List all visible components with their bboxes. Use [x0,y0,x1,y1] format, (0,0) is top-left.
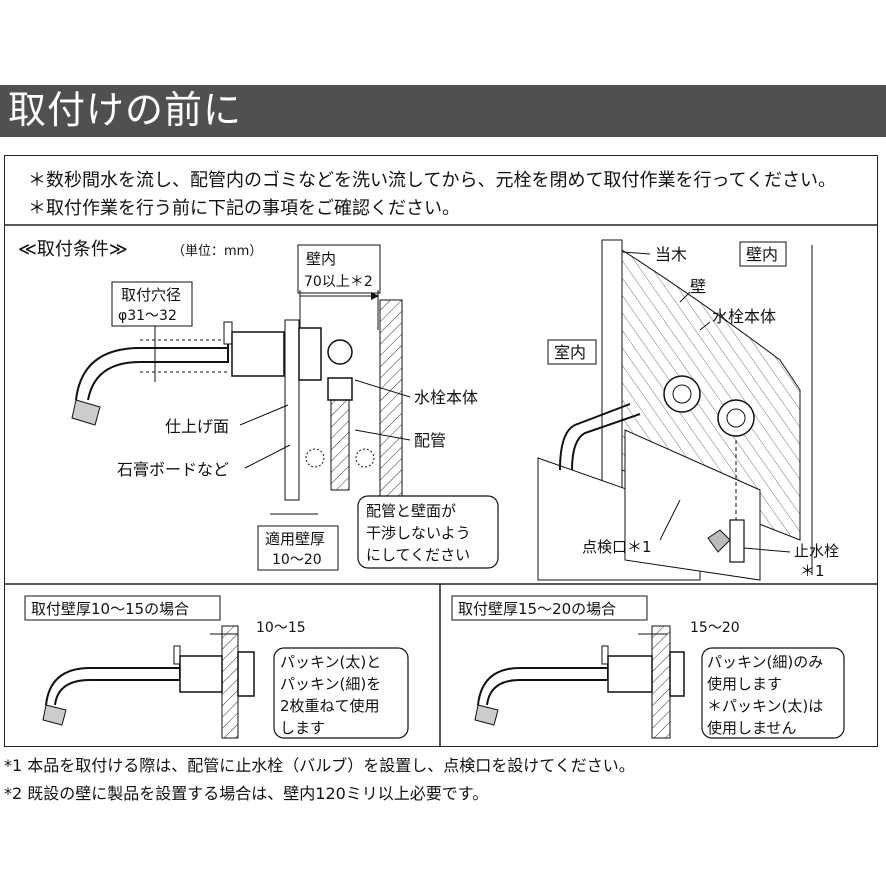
conditions-title: ≪取付条件≫ [18,239,128,260]
thickness-label: 適用壁厚 [265,530,325,548]
wall-inner-label: 壁内 [306,250,336,268]
right-spout [559,403,631,471]
interference-line-1: 配管と壁面が [366,502,456,520]
section-header: 取付けの前に [0,85,886,137]
unit-label: （単位：mm） [172,243,262,259]
note-line-1: ＊数秒間水を流し、配管内のゴミなどを洗い流してから、元栓を閉めて取付作業を行って… [28,170,837,191]
case1-line-3: 2枚重ねて使用 [280,697,380,715]
faucet-body [231,331,285,377]
wall-label: 壁 [690,277,706,296]
finish-board [284,319,300,501]
wall-flange [298,327,322,381]
footnote-1: *1 本品を取付ける際は、配管に止水栓（バルブ）を設置し、点検口を設けてください… [4,756,635,775]
stop-valve-note: ＊1 [800,562,825,580]
pipe-label: 配管 [414,431,446,450]
stud-label: 当木 [655,245,687,264]
thickness-value: 10〜20 [272,552,322,568]
case2-line-4: 使用しません [707,719,797,737]
pipe-shape [330,399,350,491]
hole-label: 取付穴径 [121,286,181,304]
footnote-2: *2 既設の壁に製品を設置する場合は、壁内120ミリ以上必要です。 [4,784,489,803]
case1-line-2: パッキン(細)を [280,675,381,693]
case2-line-3: ＊パッキン(太)は [707,697,823,715]
case2-dim: 15〜20 [690,620,740,636]
stop-valve-shape [729,519,745,563]
hole-value: φ31〜32 [118,308,177,324]
wall-inner-value: 70以上＊2 [304,274,373,290]
stop-valve-label: 止水栓 [794,542,839,560]
content-frame [4,155,878,747]
interference-line-2: 干渉しないよう [366,524,471,542]
case2-title: 取付壁厚15〜20の場合 [458,600,616,618]
case1-line-4: します [280,719,325,737]
room-label: 室内 [554,343,586,362]
case2-wall [651,625,671,739]
right-wall-inner-label: 壁内 [746,245,778,264]
gypsum-label: 石膏ボードなど [117,460,229,479]
interference-line-3: にしてください [366,546,470,564]
spout-outline [87,340,229,401]
valve-body-label: 水栓本体 [414,388,478,407]
inspection-label: 点検口＊1 [582,538,652,556]
valve-body-shape [327,339,353,365]
case1-title: 取付壁厚10〜15の場合 [31,600,189,618]
case1-line-1: パッキン(太)と [280,653,381,671]
section-title: 取付けの前に [8,88,243,132]
note-line-2: ＊取付作業を行う前に下記の事項をご確認ください。 [28,198,460,219]
handle [223,321,233,345]
back-wall [379,299,403,501]
finish-surface-label: 仕上げ面 [165,417,229,436]
case1-dim: 10〜15 [256,620,306,636]
spout-tip [71,399,101,426]
right-valve-body-label: 水栓本体 [712,307,776,326]
case2-line-1: パッキン(細)のみ [707,653,823,671]
case1-wall [221,625,239,739]
case2-line-2: 使用します [707,675,782,693]
